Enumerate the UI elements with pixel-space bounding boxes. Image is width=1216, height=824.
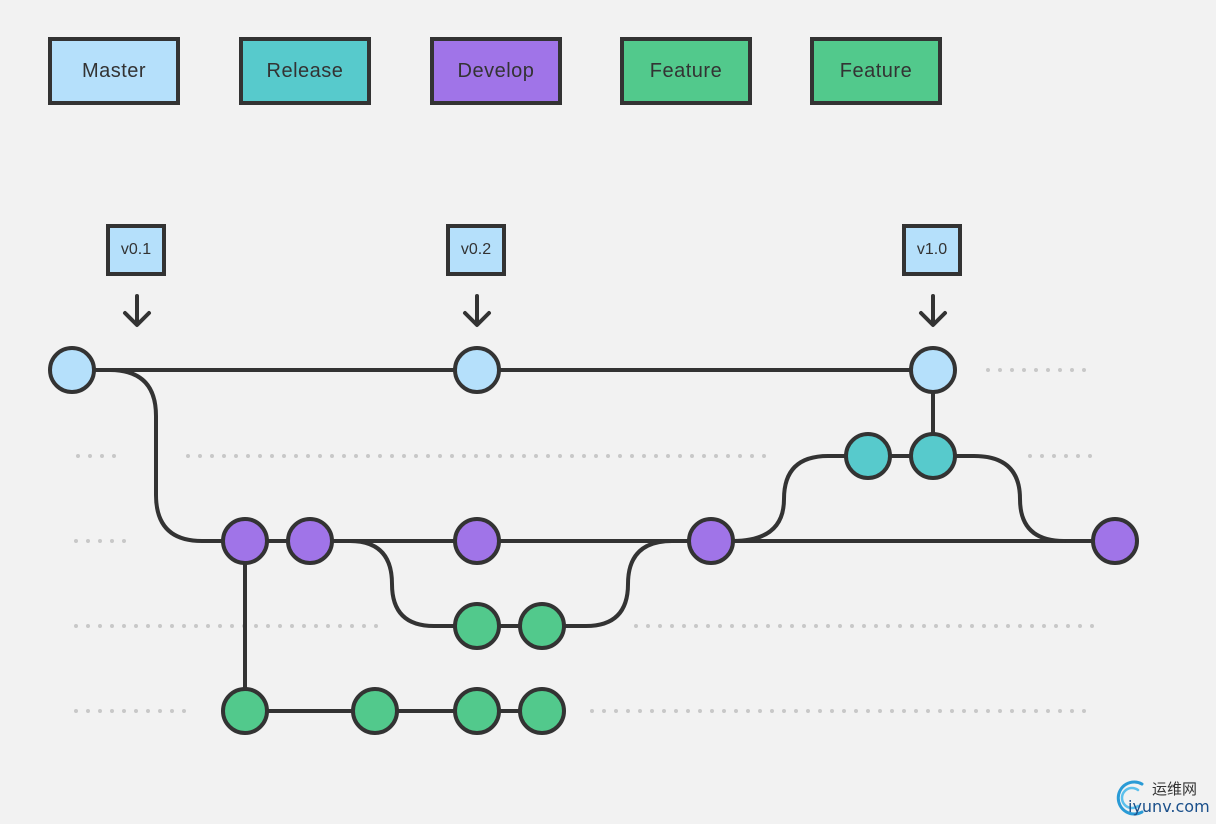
arrow-down-icon (463, 294, 491, 327)
watermark-logo-icon (1116, 780, 1144, 816)
legend-master: Master (48, 37, 180, 105)
tag-v0-2: v0.2 (446, 224, 506, 276)
commit-master-v0-2 (453, 346, 501, 394)
commit-release (909, 432, 957, 480)
legend-develop: Develop (430, 37, 562, 105)
commit-develop (687, 517, 735, 565)
commit-develop (453, 517, 501, 565)
dotted-lines (74, 368, 1098, 713)
legend-label: Feature (649, 59, 723, 82)
watermark-en-text: iyunv.com (1128, 797, 1210, 816)
tag-label: v0.2 (460, 241, 492, 258)
commit-develop (286, 517, 334, 565)
watermark-cn-text: 运维网 (1152, 780, 1198, 798)
commit-feature (221, 687, 269, 735)
tag-arrows (123, 294, 947, 327)
legend-feature-1: Feature (620, 37, 752, 105)
develop-fork-line (70, 368, 247, 543)
tag-v0-1: v0.1 (106, 224, 166, 276)
tag-label: v0.1 (120, 241, 152, 258)
legend-label: Feature (839, 59, 913, 82)
legend-release: Release (239, 37, 371, 105)
commit-develop (1091, 517, 1139, 565)
commit-master-v1-0 (909, 346, 957, 394)
commits (48, 346, 1139, 735)
commit-feature (518, 602, 566, 650)
arrow-down-icon (123, 294, 151, 327)
legend-label: Master (81, 59, 147, 82)
commit-feature (351, 687, 399, 735)
tag-v1-0: v1.0 (902, 224, 962, 276)
legend-label: Release (266, 59, 344, 82)
commit-feature (453, 687, 501, 735)
watermark: 运维网 iyunv.com (1112, 776, 1212, 820)
commit-feature (518, 687, 566, 735)
commit-release (844, 432, 892, 480)
commit-feature (453, 602, 501, 650)
feature-1-merge-line (540, 539, 674, 628)
legend-label: Develop (457, 59, 535, 82)
arrow-down-icon (919, 294, 947, 327)
release-merge-line (931, 454, 1066, 543)
feature-1-branch-line (348, 539, 544, 628)
legend-feature-2: Feature (810, 37, 942, 105)
release-branch-line (731, 454, 935, 543)
commit-develop (221, 517, 269, 565)
commit-master-v0-1 (48, 346, 96, 394)
tag-label: v1.0 (916, 241, 948, 258)
